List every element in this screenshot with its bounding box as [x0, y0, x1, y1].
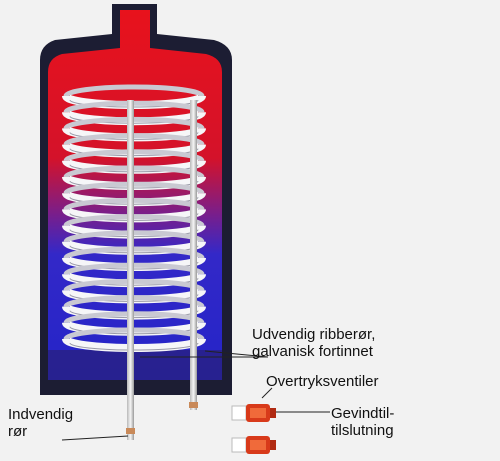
label-inner-pipe: Indvendig rør — [8, 406, 73, 440]
label-thread-connection-line2: tilslutning — [331, 422, 394, 439]
label-ribbed-pipe-line2: galvanisk fortinnet — [252, 343, 373, 360]
coil-inner-pipe-right — [190, 100, 197, 410]
label-ribbed-pipe-line1: Udvendig ribberør, — [252, 326, 376, 343]
callout-line-inner-pipe — [61, 435, 129, 441]
label-inner-pipe-line1: Indvendig — [8, 406, 74, 423]
callout-line-valves — [261, 387, 273, 399]
outer-pipe-tip — [189, 402, 198, 408]
label-thread-connection-line1: Gevindtil- — [331, 405, 395, 422]
inner-pipe-tip — [126, 428, 135, 434]
label-inner-pipe-line2: rør — [8, 423, 28, 440]
coil-inner-pipe-left — [127, 100, 134, 440]
pressure-valve-upper — [231, 404, 276, 422]
label-pressure-valves: Overtryksventiler — [266, 373, 379, 390]
pressure-valve-lower — [231, 436, 276, 454]
coil-ring-back — [63, 84, 205, 97]
callout-line-ribbed-right — [204, 350, 269, 358]
label-thread-connection: Gevindtil- tilslutning — [331, 405, 394, 439]
label-ribbed-pipe: Udvendig ribberør, galvanisk fortinnet — [252, 326, 375, 360]
